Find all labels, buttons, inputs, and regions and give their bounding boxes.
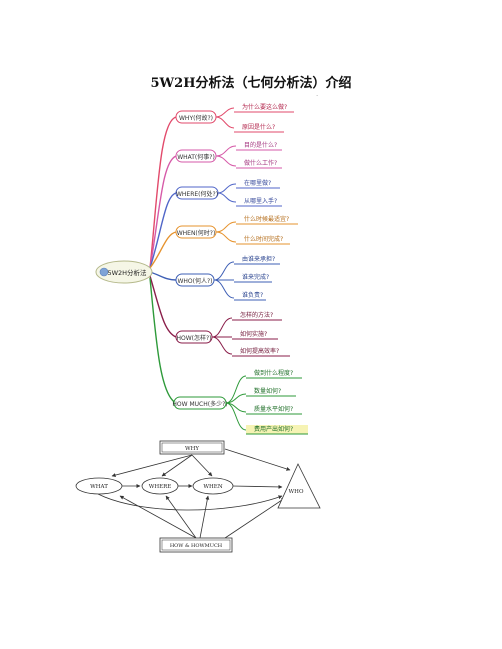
branch-where: WHERE(何处?) 在哪里做? 从哪里入手? <box>175 179 282 207</box>
leaf-label: 谁负责? <box>242 291 263 299</box>
flow-diagram: WHY WHAT WHERE WHEN WHO HOW & HOWMUCH <box>75 440 321 553</box>
flow-label: HOW & HOWMUCH <box>170 543 223 549</box>
branch-label: WHY(何故?) <box>179 114 213 122</box>
flow-label: WHAT <box>90 484 108 490</box>
branch-what: WHAT(何事?) 目的是什么? 做什么工作? <box>175 141 282 169</box>
flow-node-how: HOW & HOWMUCH <box>159 537 233 553</box>
branch-label: WHAT(何事?) <box>177 153 215 161</box>
leaf-label: 在哪里做? <box>244 179 271 187</box>
leaf-label: 为什么要这么做? <box>242 103 287 111</box>
leaf-label: 什么时间完成? <box>244 235 283 243</box>
leaf-label: 由谁来承担? <box>242 255 275 263</box>
flow-node-why: WHY <box>159 440 225 455</box>
leaf-label: 质量水平如何? <box>254 405 293 413</box>
leaf-label: 怎样的方法? <box>240 311 273 319</box>
leaf-label: 如何提高效率? <box>240 347 279 355</box>
leaf-label: 做什么工作? <box>244 159 277 167</box>
page-title: 5W2H分析法（七何分析法）介绍 <box>150 76 352 91</box>
leaf-label: 做到什么程度? <box>254 369 293 377</box>
leaf-label: 数量如何? <box>254 387 281 395</box>
branch-how-much: HOW MUCH(多少?) 做到什么程度? 数量如何? 质量水平如何? 费用产出… <box>172 369 308 435</box>
mindmap-center-label: 5W2H分析法 <box>107 268 147 277</box>
leaf-label: 如何实施? <box>240 330 267 338</box>
branch-label: WHERE(何处?) <box>176 190 218 198</box>
branch-label: WHEN(何时?) <box>177 229 216 237</box>
branch-label: WHO(何人?) <box>177 277 212 285</box>
branch-label: HOW MUCH(多少?) <box>172 400 227 408</box>
mindmap-center: 5W2H分析法 <box>95 260 153 284</box>
branch-how: HOW(怎样?) 怎样的方法? 如何实施? 如何提高效率? <box>175 311 290 357</box>
branch-why: WHY(何故?) 为什么要这么做? 原因是什么? <box>175 103 294 133</box>
branch-label: HOW(怎样?) <box>176 334 211 342</box>
mindmap: 5W2H分析法 WHY(何故?) 为什么要这么做? 原因是什么? WHAT(何事… <box>95 103 308 435</box>
flow-label: WHERE <box>149 484 172 490</box>
flow-node-what: WHAT <box>75 477 123 495</box>
leaf-label: 什么时候最适宜? <box>244 215 289 223</box>
flow-label: WHEN <box>203 484 222 490</box>
branch-when: WHEN(何时?) 什么时候最适宜? 什么时间完成? <box>175 215 298 245</box>
leaf-label: 目的是什么? <box>244 141 277 149</box>
leaf-label: 费用产出如何? <box>254 425 293 433</box>
branch-who: WHO(何人?) 由谁来承担? 谁来完成? 谁负责? <box>175 255 280 301</box>
flow-node-who: WHO <box>277 463 321 509</box>
flow-label: WHO <box>289 489 304 495</box>
flow-node-when: WHEN <box>192 477 234 495</box>
corner-mark: · <box>316 92 319 100</box>
leaf-label: 原因是什么? <box>242 123 275 131</box>
flow-label: WHY <box>185 446 199 452</box>
leaf-label: 谁来完成? <box>242 273 269 281</box>
leaf-label: 从哪里入手? <box>244 197 277 205</box>
flow-node-where: WHERE <box>141 477 179 495</box>
